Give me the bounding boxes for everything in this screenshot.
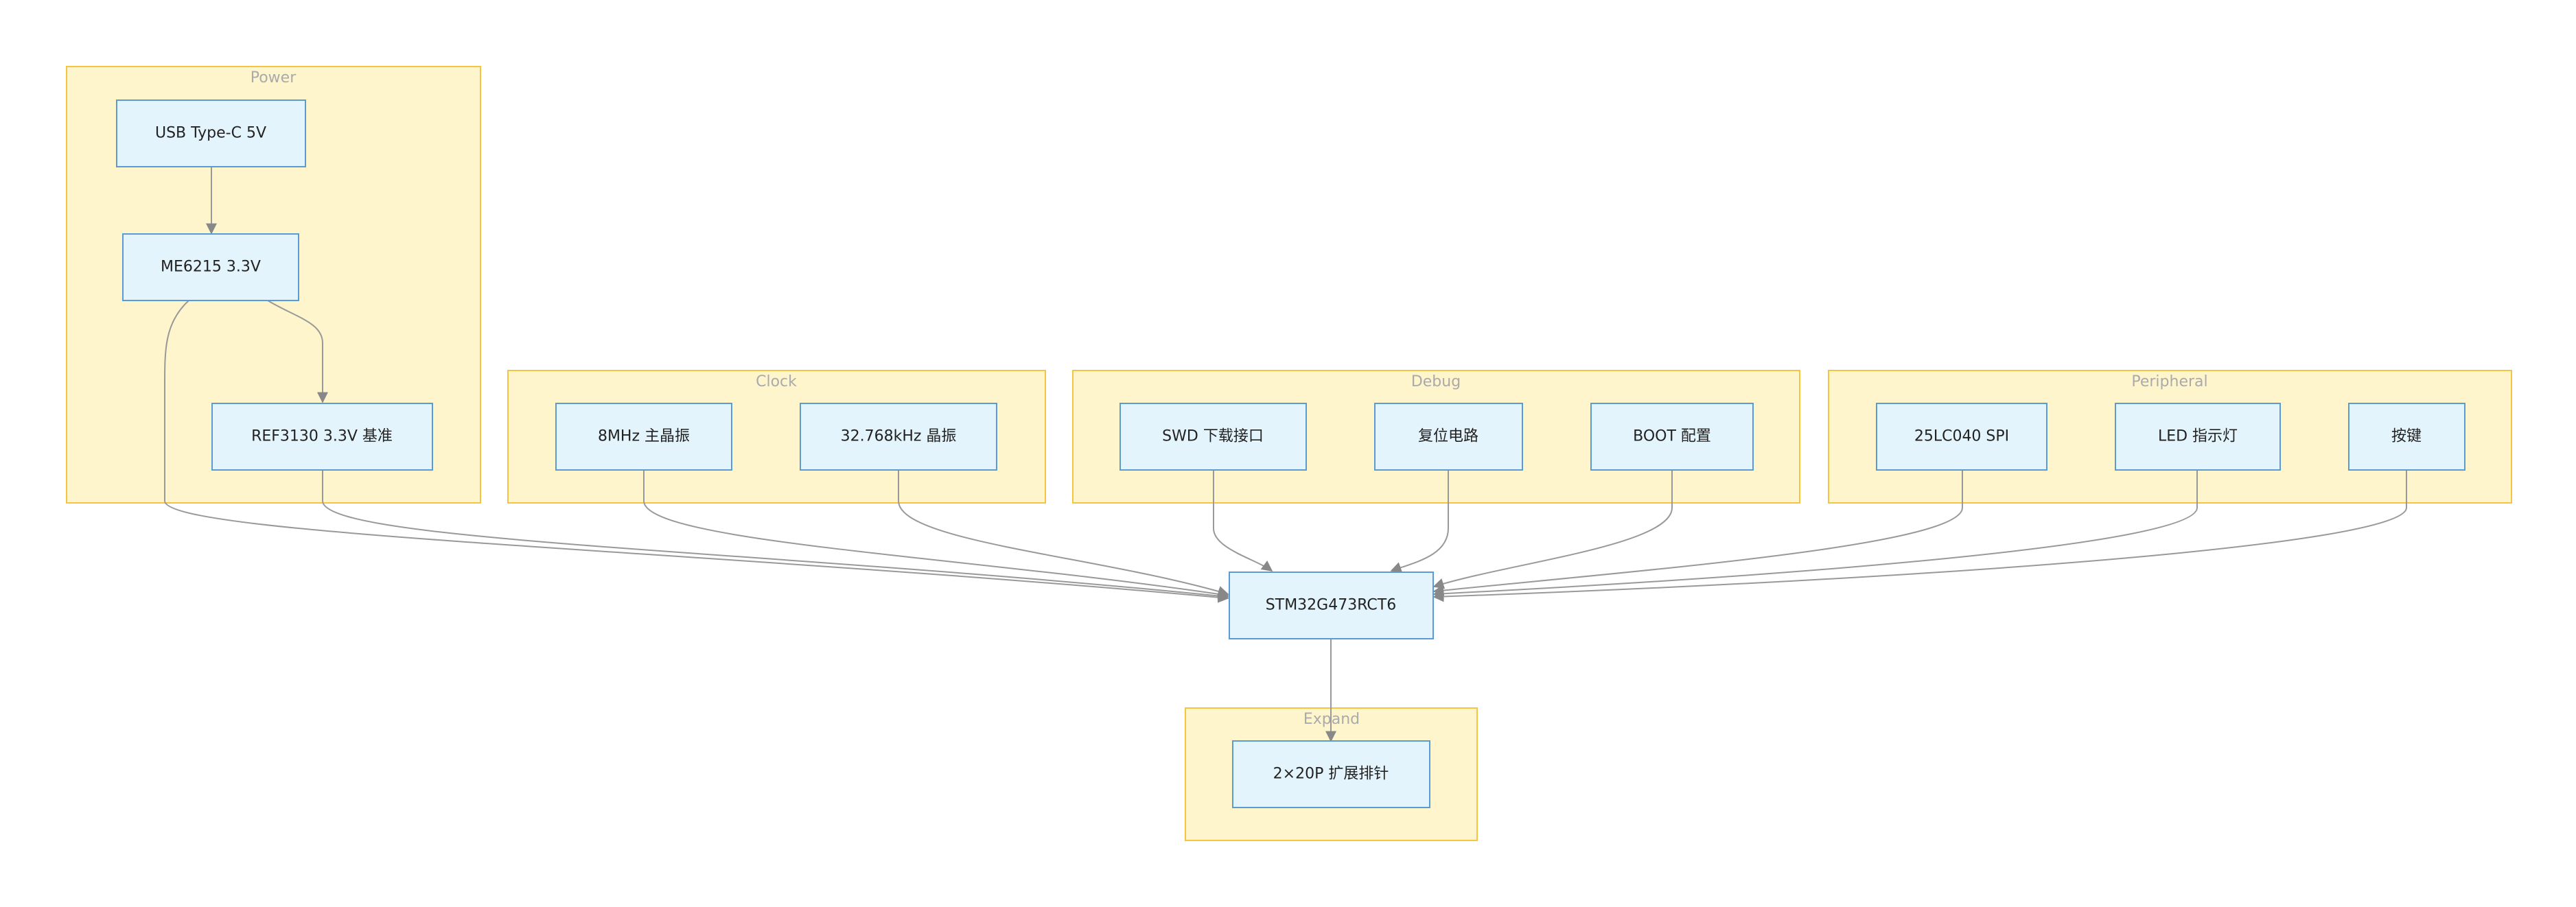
node-rst[interactable]: 复位电路 bbox=[1374, 403, 1523, 471]
edge-key-mcu bbox=[1432, 470, 2407, 602]
cluster-peripheral-label: Peripheral bbox=[2131, 373, 2207, 390]
node-mcu-label: STM32G473RCT6 bbox=[1266, 597, 1396, 614]
node-hdr[interactable]: 2×20P 扩展排针 bbox=[1232, 740, 1430, 808]
node-key[interactable]: 按键 bbox=[2348, 403, 2465, 471]
node-hdr-label: 2×20P 扩展排针 bbox=[1273, 766, 1389, 783]
node-lse[interactable]: 32.768kHz 晶振 bbox=[800, 403, 997, 471]
node-usb[interactable]: USB Type-C 5V bbox=[116, 99, 306, 167]
node-ldo-label: ME6215 3.3V bbox=[161, 259, 261, 276]
node-hse-label: 8MHz 主晶振 bbox=[598, 428, 690, 445]
cluster-power-label: Power bbox=[251, 69, 297, 86]
node-eep-label: 25LC040 SPI bbox=[1914, 428, 2009, 445]
node-key-label: 按键 bbox=[2391, 428, 2422, 445]
edge-eep-mcu bbox=[1432, 470, 1963, 596]
edge-ldo-mcu bbox=[164, 300, 1229, 603]
node-led[interactable]: LED 指示灯 bbox=[2115, 403, 2281, 471]
node-hse[interactable]: 8MHz 主晶振 bbox=[555, 403, 732, 471]
node-swd-label: SWD 下载接口 bbox=[1162, 428, 1264, 445]
node-usb-label: USB Type-C 5V bbox=[155, 125, 266, 142]
node-boot-label: BOOT 配置 bbox=[1633, 428, 1711, 445]
node-ldo[interactable]: ME6215 3.3V bbox=[122, 233, 299, 301]
cluster-debug-label: Debug bbox=[1411, 373, 1461, 390]
edge-hse-mcu bbox=[643, 470, 1229, 600]
edge-ldo-ref bbox=[267, 300, 328, 403]
edge-ref-mcu bbox=[322, 470, 1229, 602]
node-rst-label: 复位电路 bbox=[1418, 428, 1478, 445]
node-boot[interactable]: BOOT 配置 bbox=[1590, 403, 1754, 471]
node-mcu[interactable]: STM32G473RCT6 bbox=[1229, 572, 1434, 639]
edge-led-mcu bbox=[1432, 470, 2198, 600]
node-eep[interactable]: 25LC040 SPI bbox=[1876, 403, 2047, 471]
edge-swd-mcu bbox=[1213, 470, 1273, 572]
cluster-clock-label: Clock bbox=[756, 373, 797, 390]
node-ref[interactable]: REF3130 3.3V 基准 bbox=[211, 403, 433, 471]
node-lse-label: 32.768kHz 晶振 bbox=[841, 428, 957, 445]
node-swd[interactable]: SWD 下载接口 bbox=[1119, 403, 1307, 471]
edge-rst-mcu bbox=[1390, 470, 1449, 573]
edge-boot-mcu bbox=[1432, 470, 1673, 589]
edge-lse-mcu bbox=[898, 470, 1229, 597]
node-ref-label: REF3130 3.3V 基准 bbox=[251, 428, 393, 445]
edges bbox=[164, 167, 2407, 742]
node-led-label: LED 指示灯 bbox=[2158, 428, 2238, 445]
